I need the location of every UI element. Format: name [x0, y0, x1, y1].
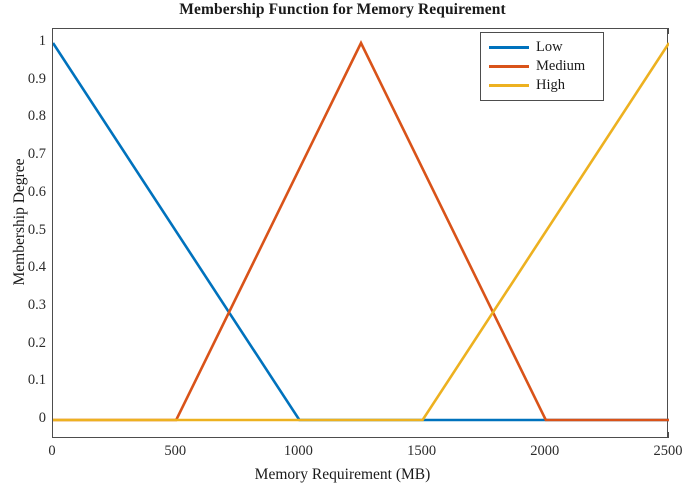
x-tick-label: 1500	[407, 443, 437, 459]
x-tick-label: 1000	[283, 443, 313, 459]
x-tick-label: 0	[48, 443, 56, 459]
y-tick-label: 0.3	[27, 296, 46, 313]
y-tick-label: 0.4	[27, 259, 46, 276]
legend-item-low[interactable]: Low	[481, 38, 603, 57]
x-tick-label: 500	[164, 443, 187, 459]
chart-title: Membership Function for Memory Requireme…	[179, 1, 506, 18]
legend-swatch-icon	[489, 45, 529, 50]
x-tick-label: 2500	[653, 443, 683, 459]
x-axis-title: Memory Requirement (MB)	[254, 466, 431, 483]
y-tick-label: 0.2	[27, 334, 46, 351]
legend-item-high[interactable]: High	[481, 76, 603, 95]
x-tick-mark	[668, 432, 669, 438]
y-tick-label: 0	[38, 410, 46, 426]
legend-swatch-icon	[489, 83, 529, 88]
legend-label: High	[536, 77, 565, 94]
y-tick-label: 1	[38, 33, 46, 49]
plot-lines	[53, 40, 669, 422]
x-tick-mark	[668, 28, 669, 34]
y-tick-label: 0.5	[27, 221, 46, 238]
x-tick-label: 2000	[530, 443, 560, 459]
legend-label: Medium	[536, 58, 586, 75]
y-tick-label: 0.1	[27, 372, 46, 389]
legend-item-medium[interactable]: Medium	[481, 57, 603, 76]
y-tick-label: 0.9	[27, 70, 46, 87]
legend-label: Low	[536, 39, 563, 56]
legend-swatch-icon	[489, 64, 529, 69]
series-line-high	[53, 42, 669, 422]
y-tick-label: 0.7	[27, 146, 46, 163]
y-tick-label: 0.8	[27, 108, 46, 125]
y-tick-label: 0.6	[27, 183, 46, 200]
